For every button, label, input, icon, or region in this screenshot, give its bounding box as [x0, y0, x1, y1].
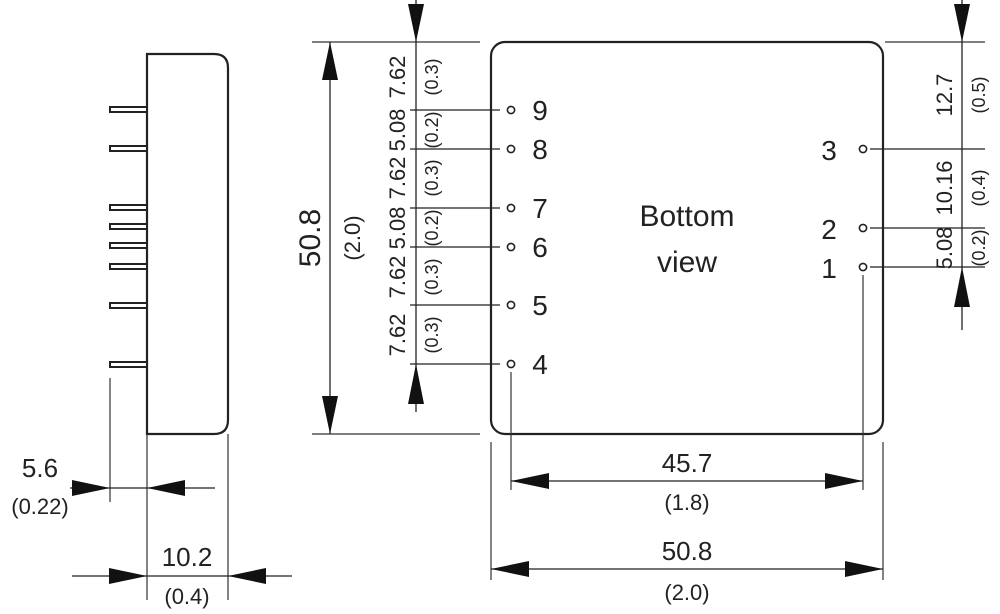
dim-height: 50.8 (2.0) [294, 42, 365, 434]
pin-8 [506, 144, 516, 154]
side-pin [109, 223, 148, 230]
side-pin [109, 204, 148, 211]
bottom-view: Bottom view 9 8 7 6 5 4 3 [294, 0, 989, 605]
right-pitch-1-mm: 12.7 [932, 74, 957, 117]
side-pin [109, 263, 148, 270]
left-pitch-4-mm: 5.08 [385, 207, 410, 250]
left-pitch-6-in: (0.3) [422, 316, 442, 353]
dim-width: 50.8 (2.0) [491, 536, 883, 605]
dim-right-pitch-chain: 12.7 (0.5) 10.16 (0.4) 5.08 (0.2) [932, 0, 989, 330]
pin-5 [506, 300, 516, 310]
side-pin [109, 242, 148, 249]
left-pitch-2-in: (0.2) [422, 111, 442, 148]
pin-1 [858, 262, 868, 272]
right-pitch-3-mm: 5.08 [932, 227, 957, 270]
dim-width-in: (2.0) [664, 580, 709, 605]
side-view-body [145, 52, 230, 436]
dim-pin-length-in: (0.22) [11, 494, 68, 519]
center-label-line1: Bottom [639, 200, 734, 233]
left-pitch-4-in: (0.2) [422, 209, 442, 246]
dim-height-in: (2.0) [340, 215, 365, 260]
pin-label-2: 2 [821, 214, 837, 245]
side-view-pins [109, 106, 148, 368]
dim-depth: 10.2 (0.4) [72, 542, 292, 609]
right-pin-leaders [870, 41, 985, 268]
pin-label-6: 6 [532, 232, 548, 263]
bottom-view-body [489, 40, 885, 436]
side-pin [109, 302, 148, 309]
dim-height-mm: 50.8 [294, 209, 327, 267]
pin-label-7: 7 [532, 193, 548, 224]
right-pitch-2-in: (0.4) [969, 169, 989, 206]
pin-label-3: 3 [821, 135, 837, 166]
left-pitch-1-in: (0.3) [422, 58, 442, 95]
side-pin [109, 361, 148, 368]
pin-label-5: 5 [532, 290, 548, 321]
left-pin-leaders [410, 109, 500, 365]
side-view: 5.6 (0.22) 10.2 (0.4) [11, 52, 292, 609]
center-label-line2: view [657, 246, 717, 279]
pin-label-4: 4 [532, 349, 548, 380]
right-pitch-3-in: (0.2) [969, 229, 989, 266]
side-pin [109, 106, 148, 113]
pin-4 [506, 359, 516, 369]
pin-2 [858, 223, 868, 233]
dim-pin-span-in: (1.8) [664, 490, 709, 515]
dim-pin-span: 45.7 (1.8) [511, 448, 863, 515]
pin-9 [506, 105, 516, 115]
left-pitch-6-mm: 7.62 [385, 314, 410, 357]
dim-pin-span-mm: 45.7 [662, 448, 713, 478]
left-pitch-5-mm: 7.62 [385, 256, 410, 299]
pin-3 [858, 144, 868, 154]
left-pitch-3-in: (0.3) [422, 159, 442, 196]
pin-6 [506, 242, 516, 252]
left-pitch-1-mm: 7.62 [385, 56, 410, 99]
dim-pin-length-mm: 5.6 [22, 453, 58, 483]
dim-depth-in: (0.4) [164, 584, 209, 609]
pin-label-1: 1 [821, 253, 837, 284]
left-pitch-5-in: (0.3) [422, 258, 442, 295]
pin-label-8: 8 [532, 134, 548, 165]
right-pins: 3 2 1 [821, 135, 868, 284]
pin-7 [506, 203, 516, 213]
left-pins: 9 8 7 6 5 4 [506, 95, 548, 380]
right-pitch-2-mm: 10.16 [932, 160, 957, 215]
dim-left-pitch-chain: 7.62 (0.3) 5.08 (0.2) 7.62 (0.3) 5.08 (0… [385, 0, 442, 412]
left-pitch-2-mm: 5.08 [385, 109, 410, 152]
right-pitch-1-in: (0.5) [969, 76, 989, 113]
pin-label-9: 9 [532, 95, 548, 126]
left-pitch-3-mm: 7.62 [385, 157, 410, 200]
dim-width-mm: 50.8 [662, 536, 713, 566]
dim-pin-length: 5.6 (0.22) [11, 453, 215, 519]
dim-depth-mm: 10.2 [162, 542, 213, 572]
side-pin [109, 145, 148, 152]
